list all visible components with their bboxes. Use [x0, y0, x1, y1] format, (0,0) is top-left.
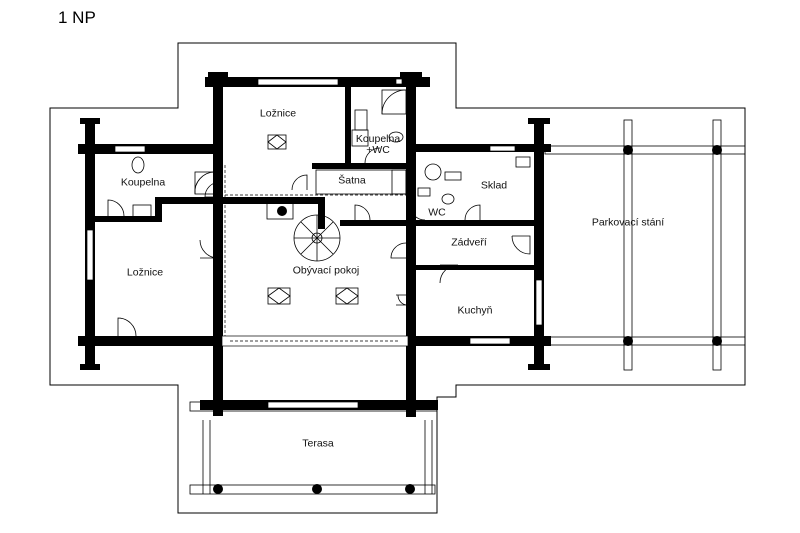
fixtures — [131, 89, 531, 305]
roof-outline — [49, 42, 746, 514]
room-label-loznice-left: Ložnice — [126, 266, 164, 279]
room-label-sklad: Sklad — [480, 179, 508, 192]
doors — [107, 147, 531, 337]
room-label-obyvaci-pokoj: Obývací pokoj — [292, 264, 360, 277]
floor-label: 1 NP — [58, 8, 96, 27]
room-label-wc: WC — [428, 206, 446, 219]
room-label-koupelna-wc: Koupelna +WC — [356, 134, 400, 156]
terrace-railing — [189, 401, 438, 495]
room-label-zadveri: Zádveří — [451, 236, 487, 249]
room-label-parkovaci-stani: Parkovací stání — [591, 216, 665, 229]
windows — [86, 78, 543, 409]
room-label-koupelna-left: Koupelna — [120, 176, 166, 189]
dashed-boundaries — [214, 165, 410, 346]
room-label-terasa: Terasa — [302, 437, 334, 450]
room-label-koupelna-wc-line2: +WC — [366, 144, 390, 156]
room-label-kuchyn: Kuchyň — [457, 304, 493, 317]
room-label-satna: Šatna — [338, 174, 366, 187]
room-label-koupelna-wc-line1: Koupelna — [355, 133, 401, 145]
parking-structure — [544, 119, 746, 371]
room-label-loznice-top: Ložnice — [259, 107, 297, 120]
